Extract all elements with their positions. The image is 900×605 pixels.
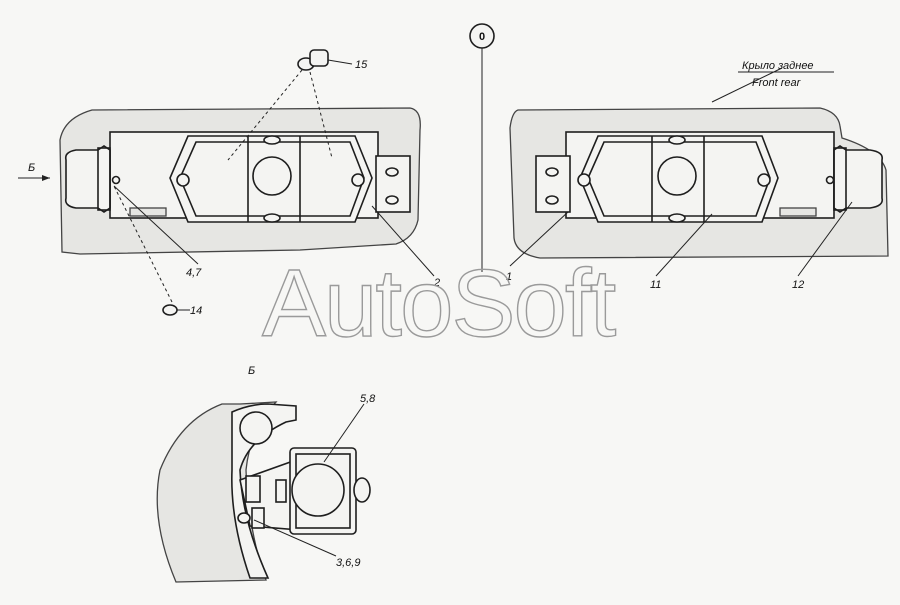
- right-lamp-assembly: [509, 67, 889, 277]
- callout-2: 2: [433, 277, 440, 289]
- right-lamp-center: [657, 156, 697, 196]
- bulb-15: [297, 49, 353, 71]
- left-lamp-assembly: [18, 49, 435, 316]
- right-side-plate: [535, 155, 571, 213]
- right-lamp-screw-l: [577, 173, 591, 187]
- bulb-15-leader-b: [309, 71, 333, 159]
- view-marker-label: Б: [28, 162, 35, 174]
- left-screw: [111, 175, 121, 185]
- section-marker-label: 0: [479, 31, 485, 43]
- left-cap-ring: [97, 147, 111, 211]
- fender-label-en: Front rear: [752, 77, 802, 89]
- detail-view-title: Б: [248, 365, 255, 377]
- watermark: AutoSoft: [262, 250, 616, 357]
- callout-5-8: 5,8: [360, 393, 376, 405]
- left-lamp-screw-top: [263, 135, 281, 145]
- detail-bolt-b: [237, 512, 251, 524]
- left-lamp-screw-r: [351, 173, 365, 187]
- left-lamp-screw-l: [176, 173, 190, 187]
- callout-3-6-9: 3,6,9: [336, 557, 360, 569]
- detail-bolt-a: [245, 475, 261, 503]
- bulb-14-leader: [113, 185, 173, 303]
- callout-4-7: 4,7: [186, 267, 202, 279]
- left-side-plate: [375, 155, 411, 213]
- detail-ring: [239, 411, 273, 445]
- bulb-14: [162, 304, 190, 316]
- detail-view: [156, 401, 371, 583]
- callout-1: 1: [506, 271, 512, 283]
- callout-12: 12: [792, 279, 804, 291]
- right-lamp-screw-r: [757, 173, 771, 187]
- left-end-cap: [64, 145, 111, 213]
- left-lamp-center: [252, 156, 292, 196]
- left-lamp-screw-bottom: [263, 213, 281, 223]
- fender-label-ru: Крыло заднее: [742, 60, 814, 72]
- callout-15: 15: [355, 59, 368, 71]
- detail-lamp-lens: [291, 463, 345, 517]
- callout-14: 14: [190, 305, 202, 317]
- left-clamp: [129, 207, 167, 217]
- right-end-cap: [833, 145, 884, 213]
- bulb-15-leader-a: [227, 69, 303, 161]
- callout-11: 11: [650, 279, 661, 291]
